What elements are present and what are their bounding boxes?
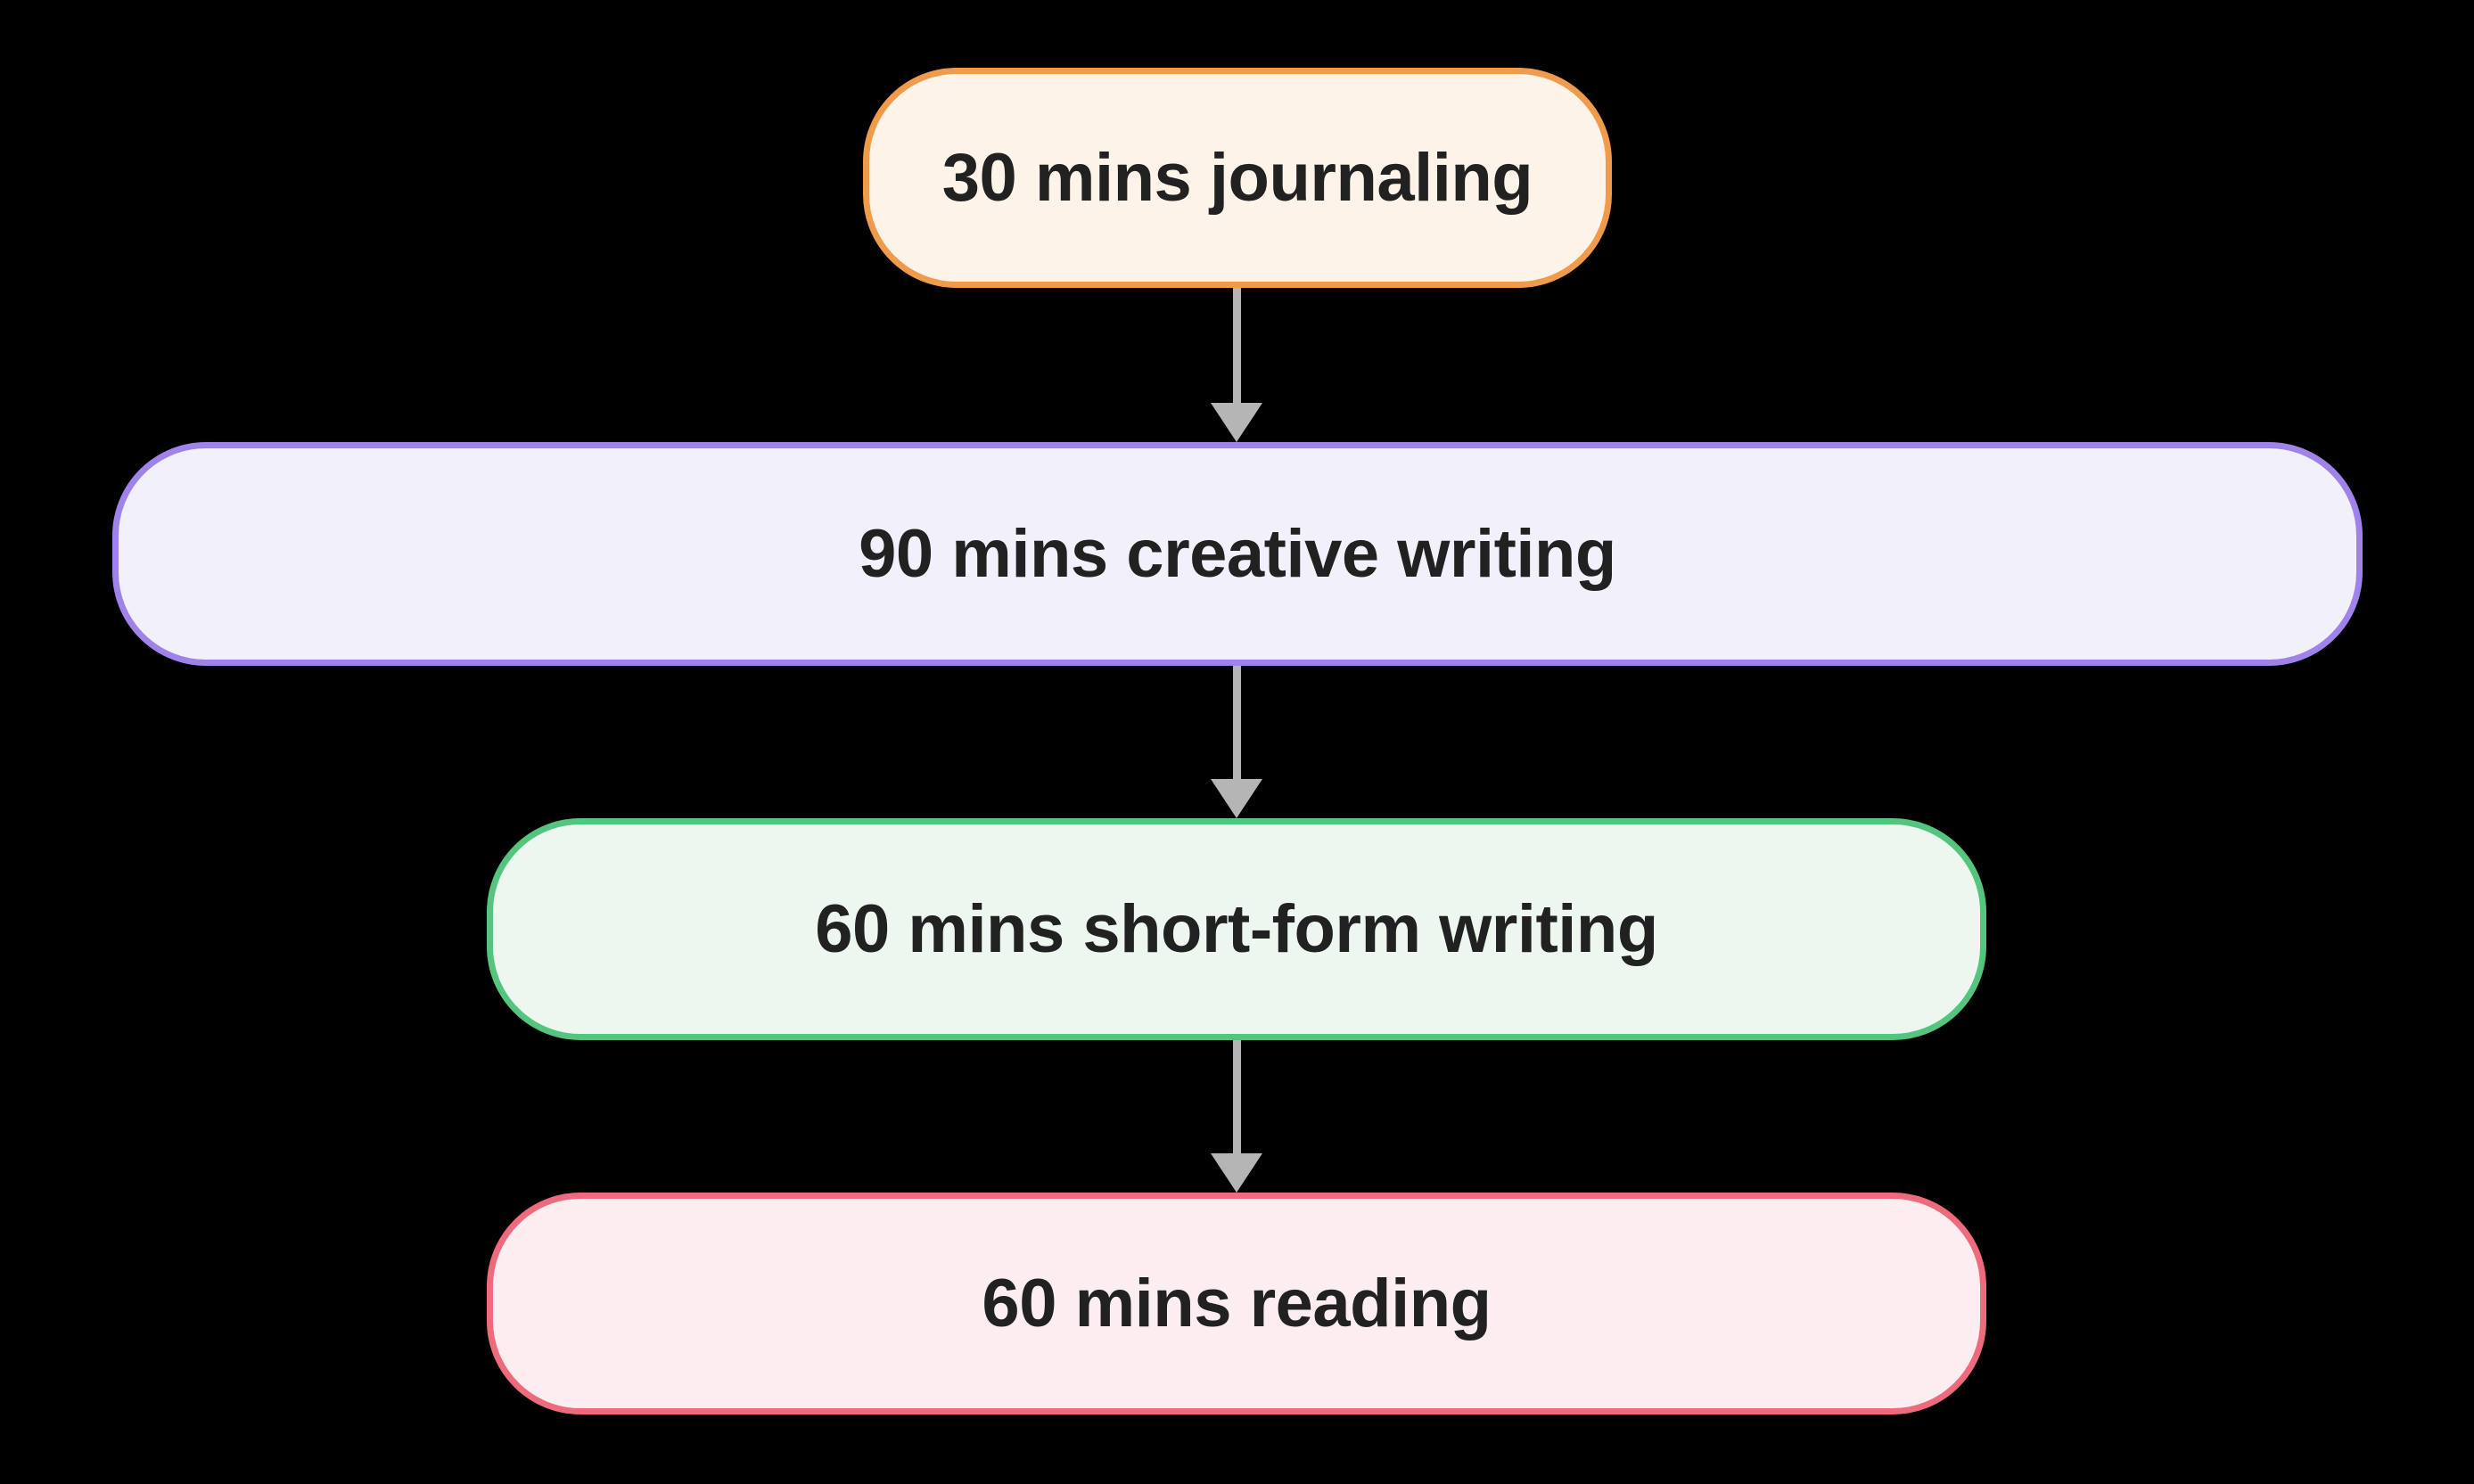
flow-node-short-form-writing: 60 mins short-form writing xyxy=(487,818,1986,1040)
flow-node-reading: 60 mins reading xyxy=(487,1193,1986,1414)
arrow-line xyxy=(1232,666,1241,781)
arrow-line xyxy=(1232,1040,1241,1155)
flow-node-short-form-writing-label: 60 mins short-form writing xyxy=(815,891,1658,967)
arrow-creative-writing-to-short-form xyxy=(1211,666,1262,818)
arrowhead-down-icon xyxy=(1211,779,1262,818)
arrow-line xyxy=(1232,288,1241,405)
arrowhead-down-icon xyxy=(1211,1153,1262,1193)
flow-node-creative-writing: 90 mins creative writing xyxy=(112,442,2363,666)
flow-node-journaling-label: 30 mins journaling xyxy=(941,140,1533,216)
arrow-journaling-to-creative-writing xyxy=(1211,288,1262,442)
arrowhead-down-icon xyxy=(1211,403,1262,442)
flow-node-reading-label: 60 mins reading xyxy=(982,1266,1492,1341)
flow-node-creative-writing-label: 90 mins creative writing xyxy=(859,516,1616,592)
flow-node-journaling: 30 mins journaling xyxy=(863,68,1612,288)
arrow-short-form-to-reading xyxy=(1211,1040,1262,1193)
